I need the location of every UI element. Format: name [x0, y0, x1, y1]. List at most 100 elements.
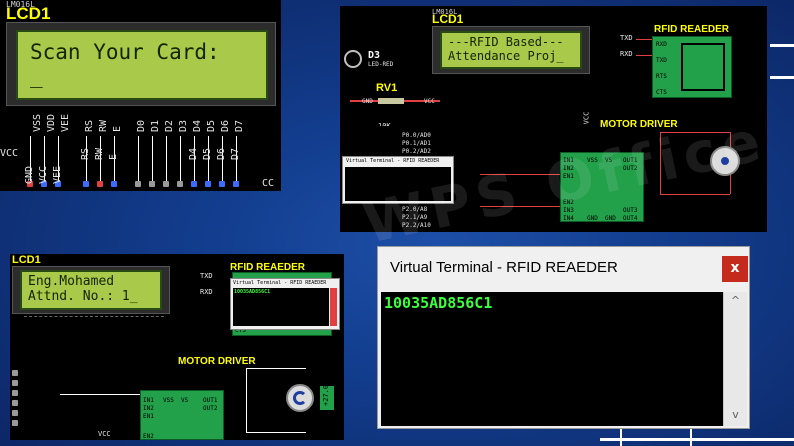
terminal-output-text: 10035AD856C1 — [384, 294, 493, 312]
pin-endpoint — [233, 181, 239, 187]
wire — [152, 136, 153, 184]
lcd-screen: ---RFID Based--- Attendance Proj_ — [440, 31, 582, 69]
pin-endpoint — [149, 181, 155, 187]
motor-driver-title: MOTOR DRIVER — [178, 356, 256, 367]
net-label: D5 — [202, 147, 213, 160]
pin-d4: D4 — [192, 119, 203, 132]
led-sub-label: LED-RED — [368, 61, 394, 68]
net-label: RXD — [200, 288, 213, 296]
mini-virtual-terminal[interactable]: Virtual Terminal - RFID REAEDER — [342, 156, 454, 204]
pin-rw: RW — [98, 119, 109, 132]
wire — [480, 174, 560, 175]
mcu-pin-column — [10, 364, 32, 440]
lcd-line-2: Attendance Proj_ — [448, 48, 564, 63]
vcc-label: VCC — [0, 148, 19, 159]
net-label: TXD — [620, 34, 633, 42]
wire — [138, 136, 139, 184]
net-label: D7 — [230, 147, 241, 160]
net-label: VCC — [38, 165, 49, 184]
lcd-title: LCD1 — [432, 12, 464, 26]
resistor-icon — [378, 98, 404, 104]
rfid-reader-module: RXD TXD RTS CTS — [652, 36, 732, 98]
net-label: GND — [24, 165, 35, 184]
dc-motor-icon — [710, 146, 740, 176]
wire — [60, 394, 140, 395]
wire — [660, 132, 730, 133]
lcd-line-1: Eng.Mohamed — [28, 274, 115, 289]
pin-d5: D5 — [206, 119, 217, 132]
pin-endpoint — [219, 181, 225, 187]
net-label: D4 — [188, 147, 199, 160]
rfid-title: RFID REAEDER — [230, 262, 306, 273]
pin-d6: D6 — [220, 119, 231, 132]
lcd-line-1: ---RFID Based--- — [448, 35, 564, 49]
scroll-down-icon[interactable]: v — [732, 408, 739, 421]
vertical-scrollbar[interactable]: ^ v — [723, 292, 747, 426]
decor-line — [690, 428, 692, 446]
net-label: RW — [94, 147, 105, 160]
net-label: D6 — [216, 147, 227, 160]
pin-endpoint — [163, 181, 169, 187]
pin-endpoint — [97, 181, 103, 187]
gnd-label: GND — [362, 98, 373, 105]
wire — [636, 39, 652, 40]
close-button[interactable]: x — [722, 256, 748, 282]
rfid-antenna-icon — [681, 43, 725, 91]
pin-rs: RS — [84, 119, 95, 132]
terminal-window-title: Virtual Terminal - RFID REAEDER — [390, 259, 618, 276]
wire — [180, 136, 181, 184]
pin-endpoint — [191, 181, 197, 187]
lcd-schematic-panel-1: LM016L LCD1 Scan Your Card: _ VSS VDD VE… — [0, 0, 281, 191]
lcd-line-2: _ — [30, 64, 43, 89]
lcd-screen: Eng.Mohamed Attnd. No.: 1_ — [20, 270, 162, 310]
lcd-screen: Scan Your Card: _ — [16, 30, 268, 100]
wire — [236, 136, 237, 184]
mini-virtual-terminal[interactable]: Virtual Terminal - RFID REAEDER 10035AD8… — [230, 278, 340, 330]
net-label: TXD — [200, 272, 213, 280]
wire — [636, 55, 652, 56]
pin-endpoint — [41, 181, 47, 187]
pin-d7: D7 — [234, 119, 245, 132]
lcd-title: LCD1 — [12, 254, 41, 266]
decor-line — [620, 428, 622, 446]
pin-endpoint — [27, 181, 33, 187]
lcd-pin-header: VSS VDD VEE RS RW E D0 D1 D2 D3 D4 D5 D6… — [24, 110, 274, 132]
virtual-terminal-window[interactable]: Virtual Terminal - RFID REAEDER x 10035A… — [377, 246, 750, 429]
pin-d2: D2 — [164, 119, 175, 132]
dc-motor-icon — [286, 384, 314, 412]
motor-driver-title: MOTOR DRIVER — [600, 119, 678, 130]
pin-endpoint — [177, 181, 183, 187]
motor-driver-chip: IN1 IN2 EN1 EN2 IN3 IN4 VSS VS OUT1 OUT2… — [560, 152, 644, 222]
scroll-up-icon[interactable]: ^ — [730, 294, 741, 307]
wire — [166, 136, 167, 184]
cc-label: CC — [262, 178, 275, 189]
potentiometer-label: RV1 — [376, 82, 398, 94]
rfid-title: RFID REAEDER — [654, 24, 730, 35]
decor-line — [770, 44, 794, 47]
pin-d3: D3 — [178, 119, 189, 132]
pin-endpoint — [111, 181, 117, 187]
pin-endpoint — [83, 181, 89, 187]
terminal-output-area[interactable]: 10035AD856C1 — [381, 292, 723, 426]
led-label: D3 — [368, 50, 381, 61]
wire — [30, 136, 31, 184]
wire — [194, 136, 195, 184]
pin-endpoint — [205, 181, 211, 187]
lcd-model-label: LM016L — [432, 8, 458, 16]
pin-d1: D1 — [150, 119, 161, 132]
lcd-title: LCD1 — [6, 4, 51, 23]
wire — [660, 194, 730, 195]
led-icon — [344, 50, 362, 68]
voltage-probe: +27.0 — [320, 385, 334, 410]
wire — [58, 136, 59, 184]
pin-d0: D0 — [136, 119, 147, 132]
motor-driver-chip: IN1 IN2 EN1 VSS VS OUT1 OUT2 EN2 — [140, 390, 224, 440]
net-label: VEE — [52, 165, 63, 184]
mini-terminal-output: 10035AD856C1 — [234, 289, 271, 295]
wire — [246, 432, 306, 433]
lcd-pin-header — [24, 316, 164, 355]
wire — [114, 136, 115, 184]
pin-vss: VSS — [32, 113, 43, 132]
decor-line — [770, 76, 794, 79]
wire — [246, 368, 306, 369]
